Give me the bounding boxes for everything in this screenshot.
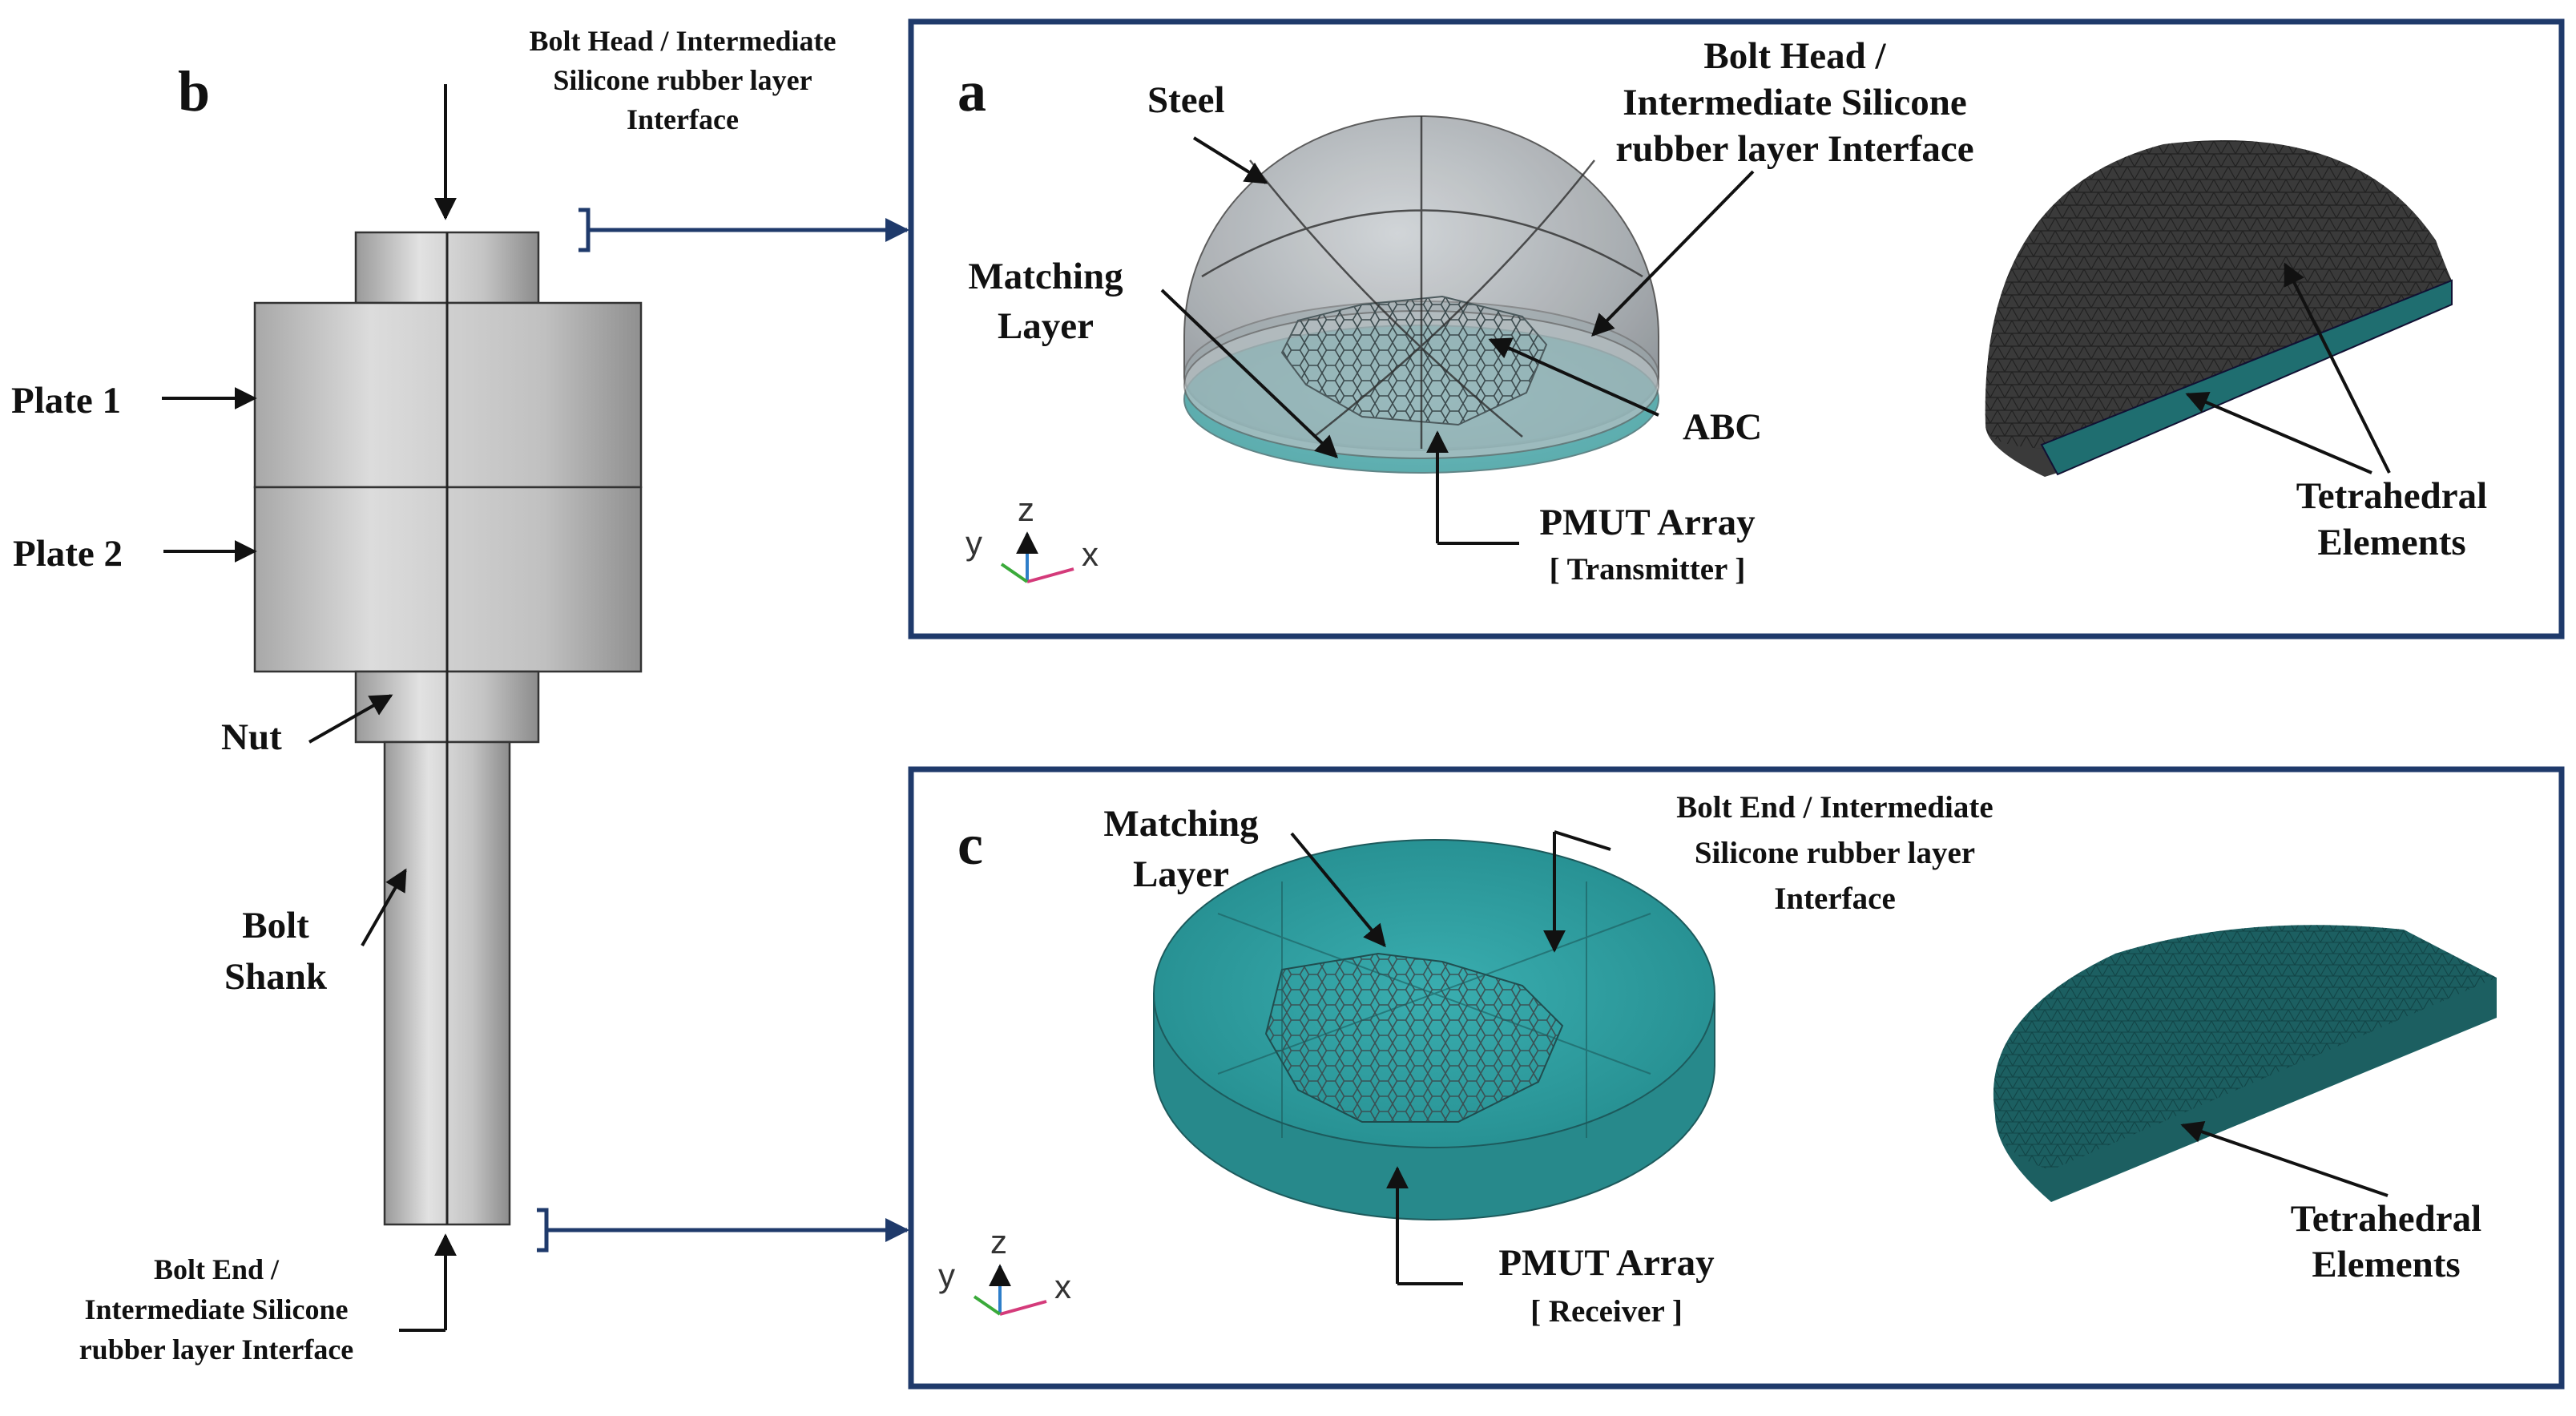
mesh-dome-triangles (1985, 140, 2452, 449)
x-axis-label: x (1054, 1268, 1071, 1305)
tetra-label-a: Elements (2317, 522, 2465, 563)
plate-2-label: Plate 2 (13, 533, 123, 575)
mesh-half-dome (1985, 140, 2453, 477)
label-line: rubber layer Interface (79, 1333, 354, 1366)
interface-label-c: Bolt End / Intermediate Silicone rubber … (1676, 790, 1993, 916)
pmut-label-a: PMUT Array (1539, 502, 1756, 543)
steel-label: Steel (1147, 79, 1225, 121)
label-line: Intermediate Silicone (85, 1293, 349, 1325)
mesh-half-disk (1993, 925, 2497, 1202)
bolt-end-interface-label: Bolt End / Intermediate Silicone rubber … (79, 1253, 354, 1366)
panel-a-frame (908, 18, 2565, 639)
disk-edges (1217, 881, 1651, 1138)
panel-letter-a: a (957, 59, 986, 123)
matching-layer-label-c: Layer (1133, 853, 1229, 895)
dome-model (1183, 115, 1659, 474)
interface-leader-c (1554, 830, 1611, 851)
disk-model (1153, 839, 1715, 1220)
bottom-bracket (537, 1208, 556, 1253)
matching-layer-label-a: Matching (968, 256, 1123, 297)
label-line: Bolt Head / Intermediate (530, 25, 836, 57)
dome-edges (1201, 116, 1643, 449)
bolt-shank-label: Bolt (242, 905, 309, 946)
pmut-array (1280, 295, 1548, 426)
x-axis (999, 1300, 1047, 1316)
mesh-base-layer (2040, 279, 2453, 476)
tetra-arrow-a1 (2185, 391, 2372, 474)
steel-arrow (1192, 136, 1268, 184)
nut-label: Nut (221, 716, 282, 758)
label-line: Intermediate Silicone (1623, 82, 1966, 123)
tetra-label-c: Elements (2312, 1244, 2460, 1285)
panel-letter-c: c (957, 813, 983, 877)
bolt-shank-arrow (361, 868, 407, 946)
pmut-role-c: [ Receiver ] (1530, 1294, 1683, 1329)
label-line: rubber layer Interface (1615, 128, 1973, 170)
matching-layer-label-c: Matching (1103, 803, 1259, 845)
tetra-arrow-c (2180, 1120, 2389, 1197)
nut-arrow (308, 694, 393, 744)
matching-layer-label-a: Layer (998, 305, 1094, 347)
label-line: Bolt End / (154, 1253, 280, 1285)
tetra-label-a: Tetrahedral (2296, 475, 2487, 517)
abc-arrow (1488, 337, 1659, 417)
y-axis (1000, 563, 1029, 583)
plate-1-label: Plate 1 (11, 380, 121, 422)
label-line: Interface (1774, 881, 1896, 916)
label-line: Silicone rubber layer (1695, 836, 1975, 870)
panel-c: c Matching Layer Bolt End / Intermediate… (908, 766, 2565, 1390)
x-axis (1026, 567, 1074, 583)
label-line: Silicone rubber layer (553, 64, 812, 96)
matching-layer-arrow-a (1160, 288, 1339, 458)
mesh-disk-triangles (1993, 925, 2497, 1170)
pmut-array-c (1264, 952, 1564, 1123)
abc-label: ABC (1683, 406, 1762, 448)
y-axis-label: y (938, 1257, 955, 1294)
z-axis-label: z (1018, 490, 1034, 528)
label-line: Bolt End / Intermediate (1676, 790, 1993, 825)
pmut-role-a: [ Transmitter ] (1550, 552, 1746, 587)
label-line: Interface (627, 103, 739, 135)
panel-letter-b: b (178, 59, 210, 123)
y-axis-label: y (965, 524, 982, 562)
interface-arrow-a (1591, 170, 1755, 337)
matching-layer-arrow-c (1290, 832, 1386, 948)
pmut-label-c: PMUT Array (1498, 1242, 1715, 1284)
bolt-head-interface-label: Bolt Head / Intermediate Silicone rubber… (530, 25, 836, 135)
bolt-shank-label: Shank (224, 956, 328, 998)
tetra-label-c: Tetrahedral (2291, 1198, 2481, 1240)
panel-b: b Bolt Head / Intermediate Silicone rubb… (11, 25, 909, 1366)
x-axis-label: x (1082, 535, 1099, 573)
axis-triad-c: z x y (938, 1223, 1071, 1316)
tetra-arrow-a2 (2284, 262, 2391, 474)
top-bracket (578, 208, 598, 252)
panel-a: a Steel Bolt Head / Intermediate Silicon… (908, 18, 2565, 639)
panel-c-frame (908, 766, 2565, 1390)
y-axis (973, 1295, 1002, 1316)
label-line: Bolt Head / (1703, 35, 1886, 77)
z-axis-label: z (990, 1223, 1007, 1261)
interface-label-a: Bolt Head / Intermediate Silicone rubber… (1615, 35, 1973, 170)
axis-triad-a: z x y (965, 490, 1099, 583)
